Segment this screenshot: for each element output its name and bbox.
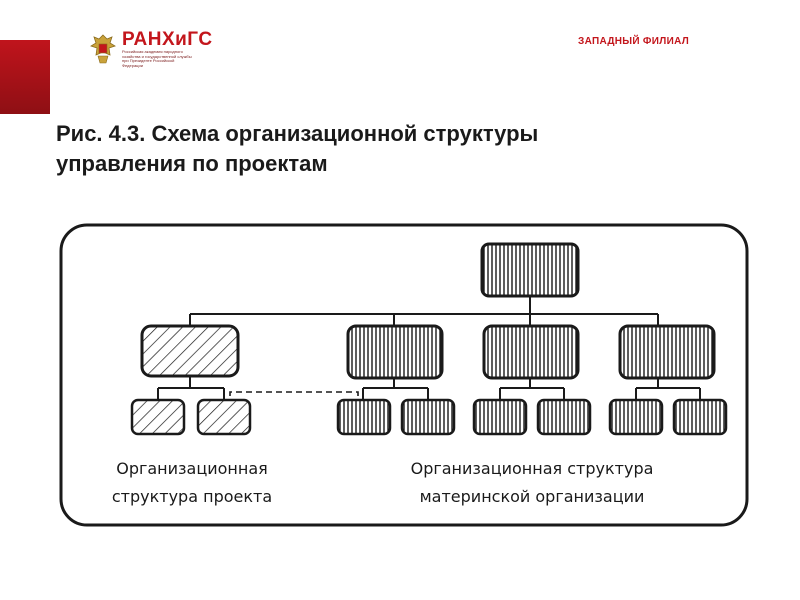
- figure-title: Рис. 4.3. Схема организационной структур…: [56, 119, 696, 179]
- department-node-3: [618, 324, 716, 380]
- org-structure-diagram: Организационная структура проекта Органи…: [59, 223, 749, 527]
- connector-lines: [157, 296, 701, 400]
- department-subnode-3a: [608, 398, 664, 436]
- department-subnode-1a: [336, 398, 392, 436]
- parent-caption-line2: материнской организации: [420, 487, 645, 506]
- top-node: [480, 242, 580, 298]
- department-subnode-3b: [672, 398, 728, 436]
- project-caption-line2: структура проекта: [112, 487, 272, 506]
- parent-caption-line1: Организационная структура: [411, 459, 654, 478]
- branch-label: ЗАПАДНЫЙ ФИЛИАЛ: [578, 36, 690, 47]
- project-subnode-2: [196, 398, 252, 436]
- figure-title-line2: управления по проектам: [56, 151, 328, 176]
- logo-subtitle: Российская академия народного хозяйства …: [122, 49, 192, 68]
- red-accent-bar: [0, 40, 50, 114]
- eagle-emblem-icon: [90, 34, 116, 64]
- department-node-1: [346, 324, 444, 380]
- project-caption-line1: Организационная: [116, 459, 268, 478]
- department-subnode-2b: [536, 398, 592, 436]
- project-node: [140, 324, 240, 378]
- department-subnode-1b: [400, 398, 456, 436]
- department-node-2: [482, 324, 580, 380]
- figure-title-line1: Рис. 4.3. Схема организационной структур…: [56, 121, 539, 146]
- department-subnode-2a: [472, 398, 528, 436]
- project-subnode-1: [130, 398, 186, 436]
- dashed-link: [229, 391, 359, 400]
- logo-name: РАНХиГС: [122, 29, 213, 50]
- logo: РАНХиГС Российская академия народного хо…: [90, 30, 213, 68]
